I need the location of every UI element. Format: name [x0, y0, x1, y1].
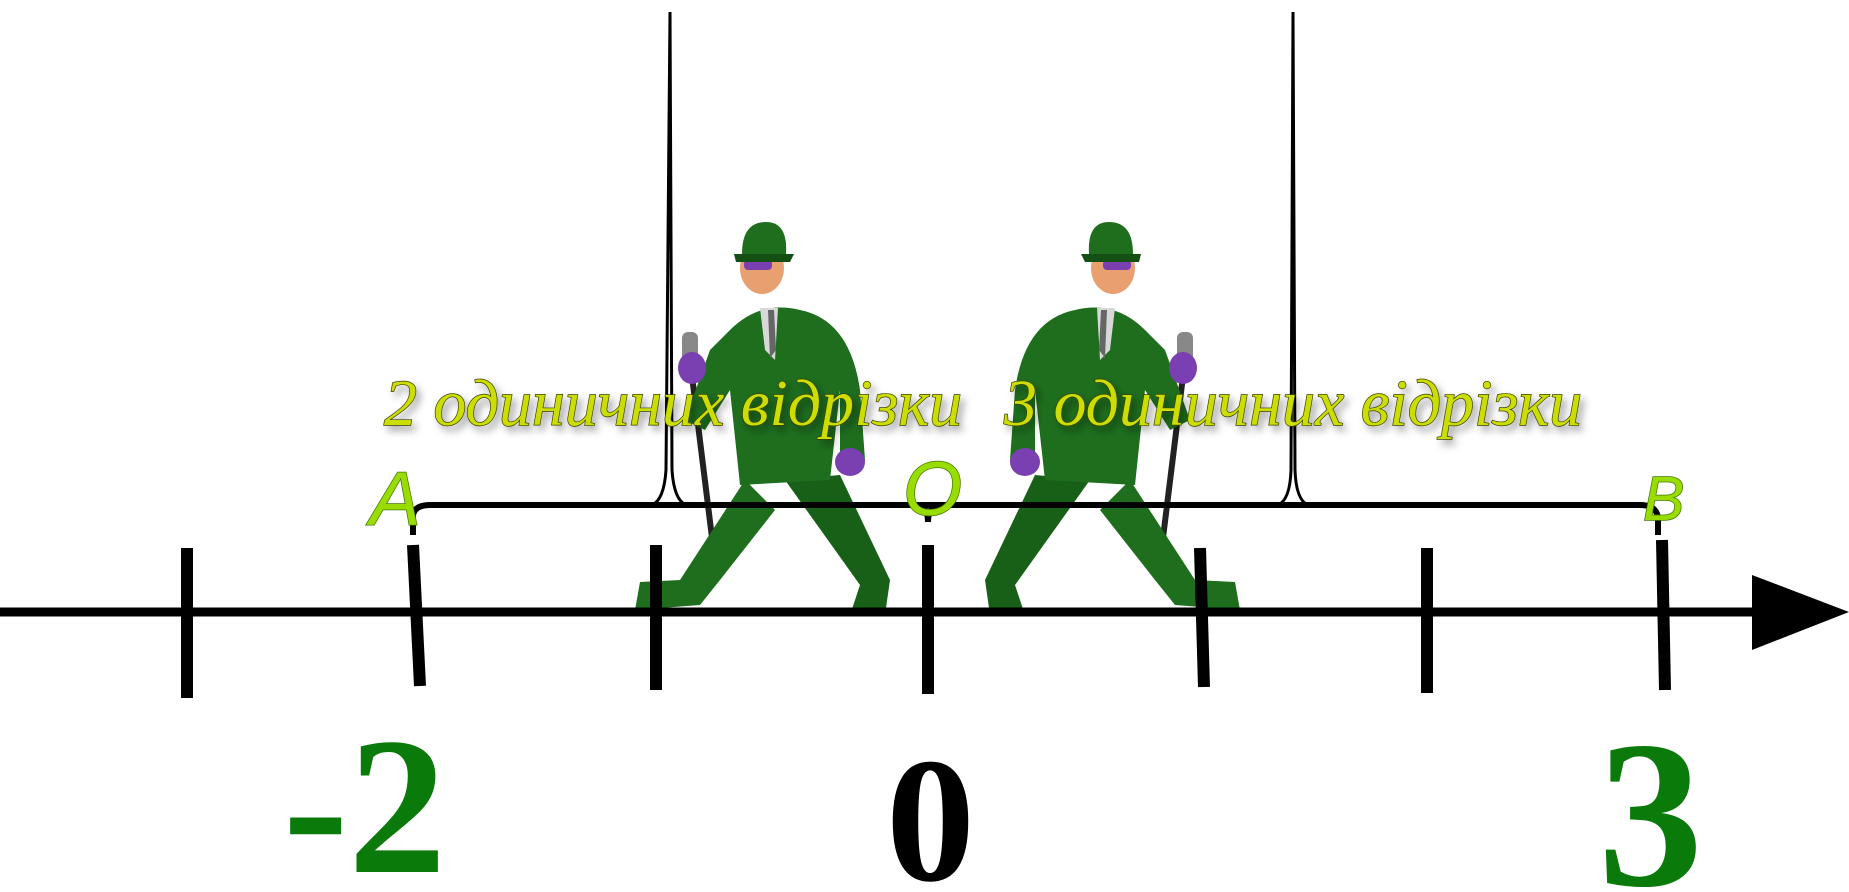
number-minus-two: -2 — [283, 698, 446, 892]
number-zero: 0 — [886, 721, 975, 892]
tick-minus-two — [413, 545, 420, 686]
number-three: 3 — [1598, 699, 1703, 892]
tick-three — [1662, 540, 1665, 690]
point-label-o: O — [903, 447, 962, 532]
tick — [1200, 548, 1204, 687]
caption-left: 2 одиничних відрізки — [384, 367, 962, 440]
point-label-a: A — [366, 457, 421, 542]
caption-right: 3 одиничних відрізки — [1003, 367, 1582, 440]
arrowhead-icon — [1752, 575, 1849, 650]
point-label-b: B — [1643, 465, 1684, 534]
